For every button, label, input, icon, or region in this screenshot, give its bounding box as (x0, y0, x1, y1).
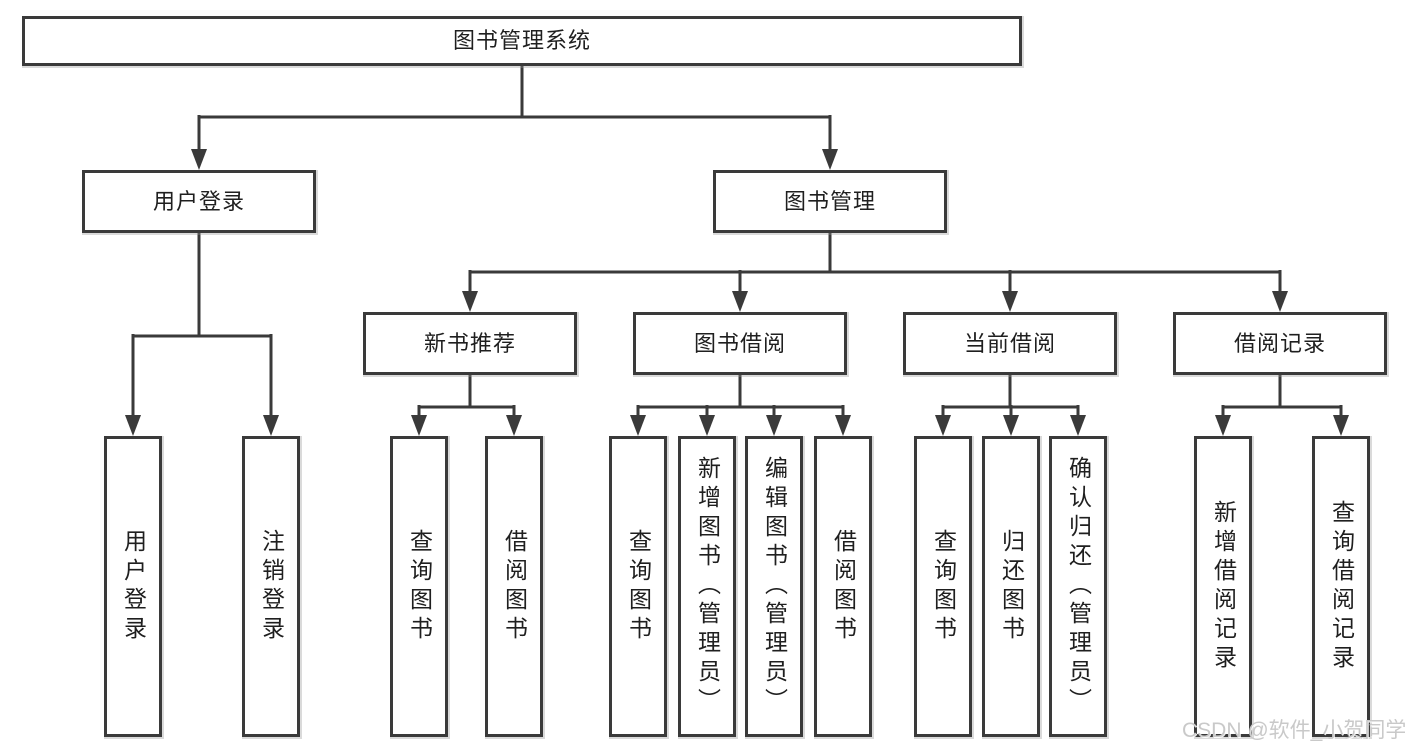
node-book-borrow-label: 图书借阅 (693, 330, 786, 356)
leaf-add-borrow-record-label: 新增借阅记录 (1210, 499, 1237, 674)
node-borrow-records-label: 借阅记录 (1233, 330, 1326, 356)
leaf-confirm-return-admin-label: 确认归还（管理员） (1065, 456, 1092, 717)
leaf-query-books-borrow: 查询图书 (609, 436, 667, 737)
leaf-edit-books-admin-label: 编辑图书（管理员） (761, 456, 788, 717)
node-current-borrow-label: 当前借阅 (963, 330, 1056, 356)
leaf-borrow-books-label: 借阅图书 (830, 528, 857, 645)
leaf-borrow-books-recommend: 借阅图书 (485, 436, 543, 737)
csdn-watermark: CSDN @软件_小贺同学 (1182, 719, 1405, 742)
leaf-query-borrow-record: 查询借阅记录 (1312, 436, 1370, 737)
node-new-book-recommend: 新书推荐 (363, 312, 577, 375)
leaf-query-borrow-record-label: 查询借阅记录 (1328, 499, 1355, 674)
leaf-return-books-label: 归还图书 (998, 528, 1025, 645)
leaf-query-books-borrow-label: 查询图书 (625, 528, 652, 645)
leaf-confirm-return-admin: 确认归还（管理员） (1049, 436, 1107, 737)
node-current-borrow: 当前借阅 (903, 312, 1117, 375)
leaf-add-books-admin: 新增图书（管理员） (678, 436, 736, 737)
leaf-query-books-recommend: 查询图书 (390, 436, 448, 737)
leaf-borrow-books-recommend-label: 借阅图书 (501, 528, 528, 645)
node-new-book-recommend-label: 新书推荐 (423, 330, 516, 356)
node-book-management: 图书管理 (713, 170, 947, 233)
node-book-borrow: 图书借阅 (633, 312, 847, 375)
leaf-borrow-books: 借阅图书 (814, 436, 872, 737)
leaf-query-books-current: 查询图书 (914, 436, 972, 737)
leaf-logout: 注销登录 (242, 436, 300, 737)
node-user-login: 用户登录 (82, 170, 316, 233)
node-borrow-records: 借阅记录 (1173, 312, 1387, 375)
leaf-user-login: 用户登录 (104, 436, 162, 737)
leaf-add-books-admin-label: 新增图书（管理员） (694, 456, 721, 717)
node-root-label: 图书管理系统 (452, 28, 591, 53)
leaf-logout-label: 注销登录 (258, 528, 285, 645)
node-user-login-label: 用户登录 (152, 188, 245, 214)
leaf-user-login-label: 用户登录 (120, 528, 147, 645)
leaf-edit-books-admin: 编辑图书（管理员） (745, 436, 803, 737)
node-root: 图书管理系统 (22, 16, 1022, 66)
leaf-query-books-current-label: 查询图书 (930, 528, 957, 645)
leaf-return-books: 归还图书 (982, 436, 1040, 737)
leaf-add-borrow-record: 新增借阅记录 (1194, 436, 1252, 737)
node-book-management-label: 图书管理 (783, 188, 876, 214)
leaf-query-books-recommend-label: 查询图书 (406, 528, 433, 645)
